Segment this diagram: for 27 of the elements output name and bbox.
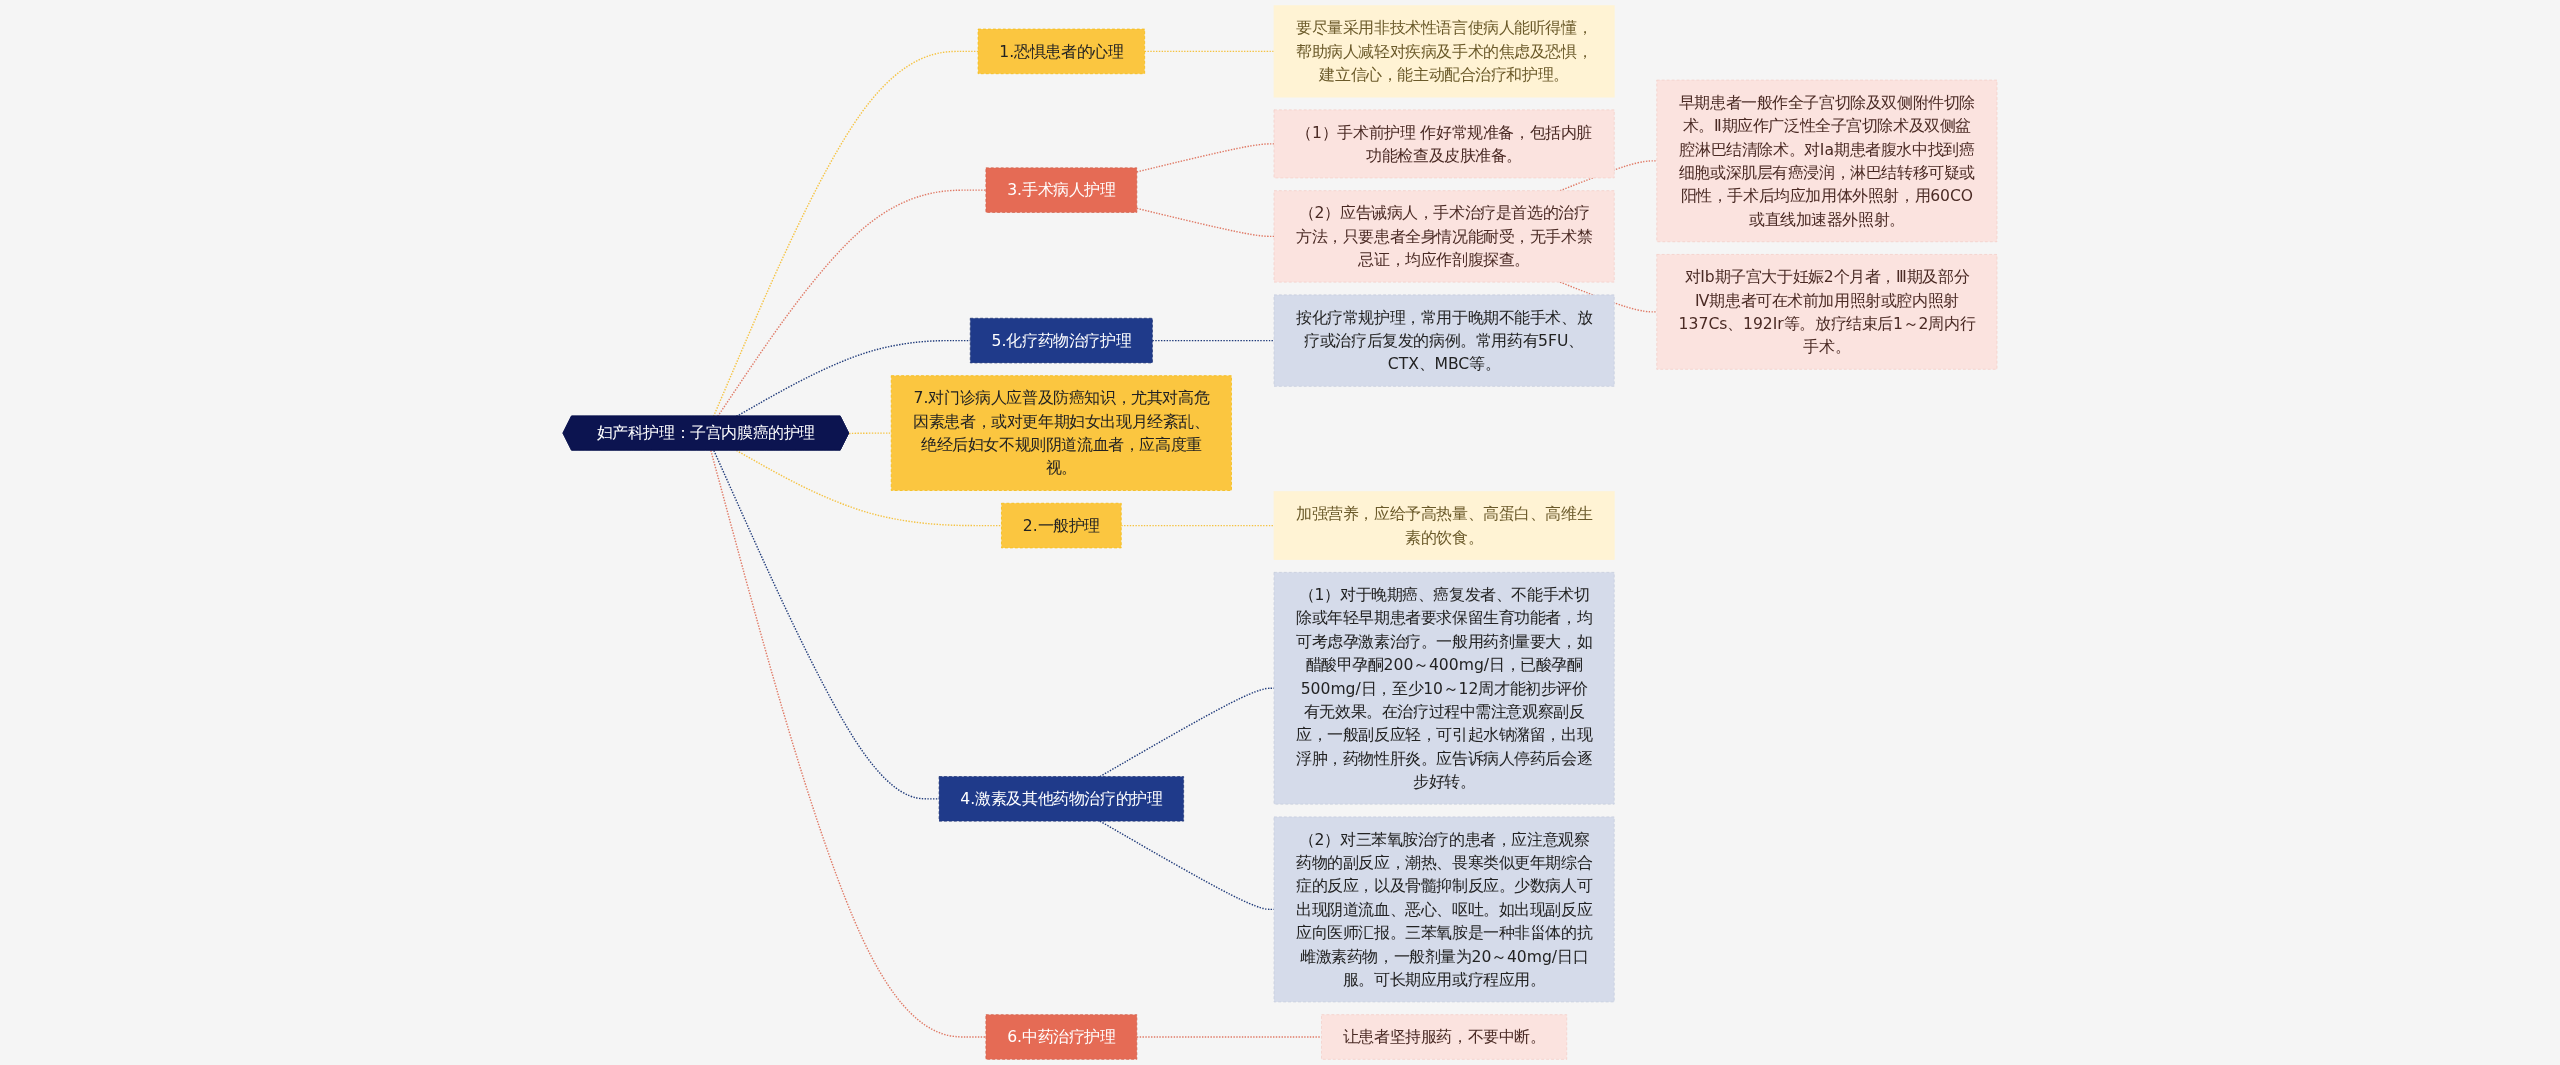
node-box: 加强营养，应给予高热量、高蛋白、高维生素的饮食。 xyxy=(1273,491,1615,560)
node-box: 按化疗常规护理，常用于晚期不能手术、放疗或治疗后复发的病例。常用药有5FU、CTX、MBC等。 xyxy=(1273,294,1615,387)
connector xyxy=(1136,1036,1323,1038)
node-box: （1）手术前护理 作好常规准备，包括内脏功能检查及皮肤准备。 xyxy=(1273,109,1615,179)
node-box: 2.一般护理 xyxy=(1001,502,1122,549)
connector xyxy=(717,189,987,418)
connector xyxy=(1143,50,1275,53)
connector xyxy=(1099,687,1275,778)
node-box: （2）应告诫病人，手术治疗是首选的治疗方法，只要患者全身情况能耐受，无手术禁忌证，均应作剖腹探查。 xyxy=(1273,190,1615,283)
node-box: 要尽量采用非技术性语言使病人能听得懂，帮助病人减轻对疾病及手术的焦虑及恐惧，建立信心，能主动配合治疗和护理。 xyxy=(1273,5,1615,98)
node-box: （1）对于晚期癌、癌复发者、不能手术切除或年轻早期患者要求保留生育功能者，均可考虑孕激素治疗。一般用药剂量要大，如醋酸甲孕酮200～400mg/日，已酸孕酮500mg/日，至少10～12周才能初步评价有无效果。在治疗过程中需注意观察副反应，一般副反应轻，可引起水钠潴留，出现浮肿，药物性肝炎。应告诉病人停药后会逐步好转。 xyxy=(1273,572,1615,805)
connector xyxy=(848,432,892,435)
node-box: 对Ⅰb期子宫大于妊娠2个月者，Ⅲ期及部分Ⅳ期患者可在术前加用照射或腔内照射137Cs、192Ir等。放疗结束后1～2周内行手术。 xyxy=(1656,254,1998,370)
node-box: 6.中药治疗护理 xyxy=(985,1014,1138,1060)
node-box: 1.恐惧患者的心理 xyxy=(977,28,1145,75)
connector xyxy=(713,449,940,800)
node-box: 4.激素及其他药物治疗的护理 xyxy=(938,776,1184,822)
connector xyxy=(1099,820,1275,911)
node-box: 5.化疗药物治疗护理 xyxy=(969,317,1153,364)
node-box: 7.对门诊病人应普及防癌知识，尤其对高危因素患者，或对更年期妇女出现月经紊乱、绝经后妇女不规则阴道流血者，应高度重视。 xyxy=(890,375,1232,491)
connector xyxy=(1136,143,1275,173)
node-box: 早期患者一般作全子宫切除及双侧附件切除术。Ⅱ期应作广泛性全子宫切除术及双侧盆腔淋巴结清除术。对Ⅰa期患者腹水中找到癌细胞或深肌层有癌浸润，淋巴结转移可疑或阳性，手术后均应加用体外照射，用60CO或直线加速器外照射。 xyxy=(1656,79,1998,243)
node-box: （2）对三苯氧胺治疗的患者，应注意观察药物的副反应，潮热、畏寒类似更年期综合症的反应，以及骨髓抑制反应。少数病人可出现阴道流血、恶心、呕吐。如出现副反应应向医师汇报。三苯氧胺是一种非甾体的抗雌激素药物，一般剂量为20～40mg/日口服。可长期应用或疗程应用。 xyxy=(1273,816,1615,1003)
connector xyxy=(710,449,987,1038)
node-box: 让患者坚持服药，不要中断。 xyxy=(1321,1014,1568,1060)
connector xyxy=(1136,207,1275,238)
node-box: 3.手术病人护理 xyxy=(985,167,1138,213)
